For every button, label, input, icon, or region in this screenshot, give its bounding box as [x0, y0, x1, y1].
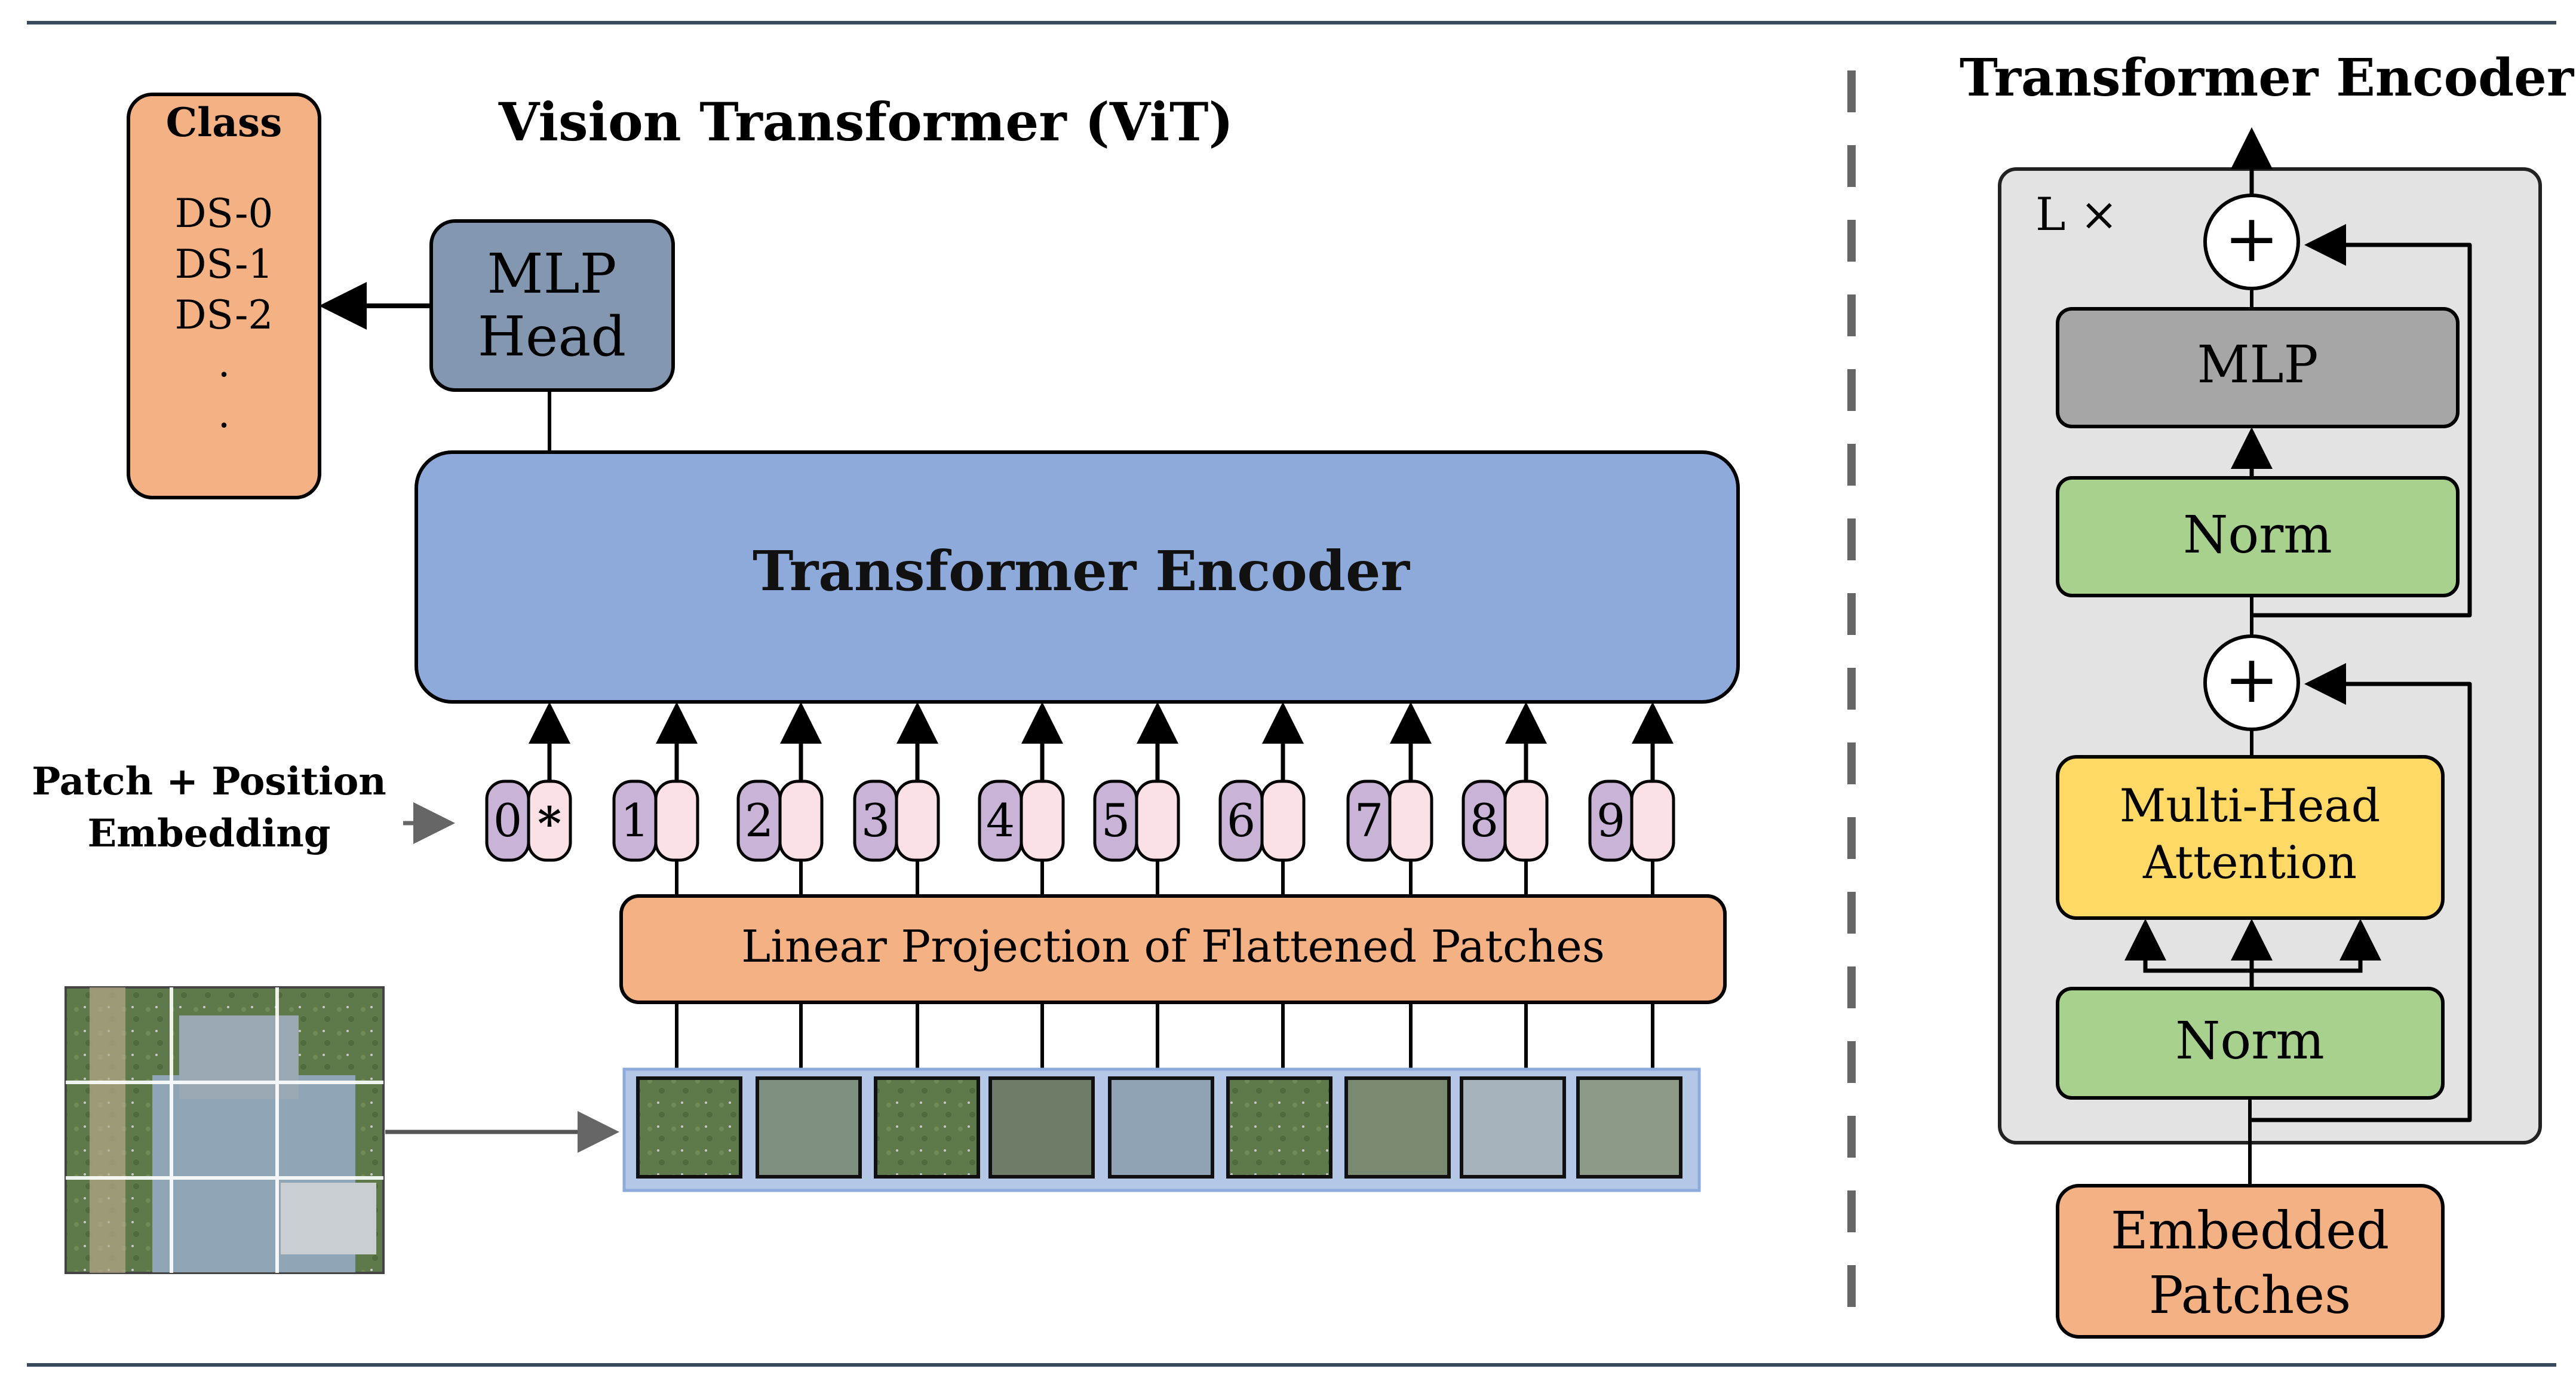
token-number: 5 [1101, 794, 1130, 847]
patch-thumb [1108, 1076, 1214, 1179]
token-patch-cell [654, 780, 699, 862]
mlp-label: MLP [2197, 335, 2318, 395]
transformer-encoder-label: Transformer Encoder [753, 539, 1411, 603]
token-6: 6 [1218, 702, 1306, 896]
token-2: 2 [736, 702, 824, 896]
linear-projection-label: Linear Projection of Flattened Patches [741, 921, 1605, 972]
token-5: 5 [1093, 702, 1180, 896]
left-title: Vision Transformer (ViT) [498, 91, 1233, 153]
token-number: 9 [1596, 794, 1625, 847]
plus-sign-middle: + [2224, 641, 2279, 717]
token-patch-cell [1630, 780, 1675, 862]
norm-label-top: Norm [2183, 505, 2332, 565]
patch-thumb [1460, 1076, 1566, 1179]
token-1: 1 [612, 702, 699, 896]
token-number: 2 [745, 794, 773, 847]
token-patch-cell [1020, 780, 1065, 862]
class-title: Class [166, 99, 283, 146]
class-item: . [218, 391, 231, 437]
token-patch-cell [1503, 780, 1549, 862]
token-number: 4 [986, 794, 1015, 847]
token-number: 8 [1470, 794, 1499, 847]
cls-token-star: * [538, 797, 561, 850]
residual-skip-bottom [2250, 663, 2472, 1122]
qkv-arrows [2124, 919, 2381, 989]
token-number: 7 [1355, 794, 1383, 847]
token-patch-cell [895, 780, 940, 862]
patch-thumb [1344, 1076, 1451, 1179]
residual-skip-top [2252, 224, 2472, 618]
token-8: 8 [1462, 702, 1549, 896]
token-0: 0 * [485, 702, 572, 862]
norm-label-bottom: Norm [2175, 1011, 2325, 1071]
mlp-box [2056, 307, 2460, 428]
token-patch-cell [1260, 780, 1306, 862]
transformer-encoder-box [415, 450, 1740, 704]
token-4: 4 [978, 702, 1065, 896]
linear-projection-box [619, 894, 1727, 1004]
embedded-patches-box [2056, 1184, 2445, 1339]
token-9: 9 [1588, 702, 1675, 896]
patch-stems [675, 1002, 1654, 1072]
embedding-label-line1: Patch + Position [32, 759, 386, 804]
mlp-head-line2: Head [478, 305, 626, 369]
attention-label-line1: Multi-Head [2120, 779, 2381, 832]
input-image [65, 986, 385, 1274]
token-number: 0 [493, 794, 522, 847]
patch-thumb [1576, 1076, 1682, 1179]
embedded-patches-line2: Patches [2149, 1266, 2351, 1325]
patch-thumb [874, 1076, 980, 1179]
patch-thumb [988, 1076, 1095, 1179]
token-patch-cell [527, 780, 572, 862]
mlp-head-line1: MLP [487, 242, 616, 306]
repeat-label: L × [2035, 188, 2118, 241]
patch-thumb [756, 1076, 862, 1179]
class-item: DS-0 [175, 191, 274, 237]
token-number: 6 [1227, 794, 1255, 847]
token-7: 7 [1346, 702, 1433, 896]
patch-thumbnails [636, 1076, 1682, 1179]
class-item: DS-1 [175, 241, 274, 287]
token-patch-cell [1388, 780, 1433, 862]
embedded-patches-line1: Embedded [2111, 1201, 2389, 1261]
token-patch-cell [778, 780, 824, 862]
patch-thumb [1226, 1076, 1332, 1179]
token-3: 3 [853, 702, 940, 896]
attention-label-line2: Attention [2142, 836, 2357, 889]
token-patch-cell [1135, 780, 1180, 862]
token-number: 1 [621, 794, 649, 847]
patch-thumb [636, 1076, 742, 1179]
embedding-label-line2: Embedding [87, 811, 330, 856]
plus-sign-top: + [2224, 200, 2279, 277]
class-item: DS-2 [175, 292, 274, 338]
right-title: Transformer Encoder [1960, 48, 2575, 108]
class-item: . [218, 340, 231, 386]
norm-box-top [2056, 476, 2460, 597]
token-number: 3 [861, 794, 890, 847]
